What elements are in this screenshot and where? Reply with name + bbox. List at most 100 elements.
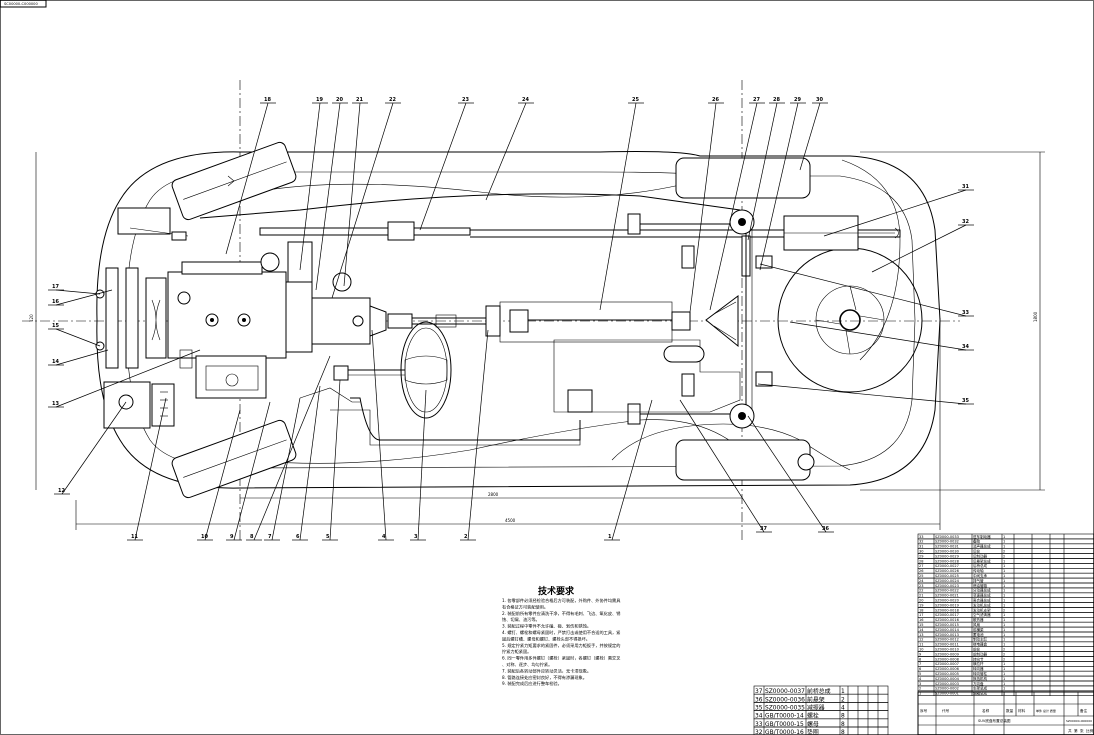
bom-cell: 2 <box>1003 554 1005 558</box>
tb-scale-4: 比例 <box>1086 728 1094 733</box>
exhaust-pipe <box>199 193 741 219</box>
tech-req-line-3: 3. 装配过程中零件不允许磕、碰、划伤和锈蚀。 <box>502 623 591 630</box>
differential <box>705 295 739 348</box>
frame-rail-right <box>350 397 581 441</box>
bom-cell: 16 <box>919 618 924 622</box>
bom-cell: SZ0000-0002 <box>935 687 959 691</box>
bom-cell: SZ0000-0001 <box>935 692 959 696</box>
bom-cell: 2 <box>1003 652 1005 656</box>
bom-cell: 1 <box>1003 667 1005 671</box>
bom-cell: SZ0000-0013 <box>935 633 959 637</box>
leader-line-32 <box>871 224 967 273</box>
tb-drawing-name: SUV底盘布置总装图 <box>978 718 1011 723</box>
bom-cell: 1 <box>1003 662 1005 666</box>
bom-cell: 蓄电池 <box>973 632 984 637</box>
bom-cell: 空气滤清器 <box>973 612 991 617</box>
bom-small-cell: 37 <box>755 689 763 695</box>
bom-cell: SZ0000-0003 <box>935 682 959 686</box>
title-block: 序号 代号 名称 数量 材料 单件 总计 质量 备注 SUV底盘布置总装图 SZ… <box>917 691 1094 735</box>
drawing-number-box <box>0 0 47 8</box>
bom-cell: 1 <box>1003 584 1005 588</box>
bom-cell: 方向盘 <box>973 681 984 686</box>
tb-scale-1: 共 <box>1068 728 1072 733</box>
leader-line-30 <box>799 102 821 171</box>
bom-cell: 1 <box>1003 545 1005 549</box>
bom-small-cell: 33 <box>755 722 763 728</box>
bom-cell: 横拉杆 <box>973 661 984 666</box>
tb-scale-3: 张 <box>1080 728 1084 733</box>
bom-cell: SZ0000-0030 <box>935 550 959 554</box>
bom-cell: 1 <box>1003 559 1005 563</box>
bom-cell: 消声器总成 <box>973 544 991 549</box>
bom-small-cell: 34 <box>755 714 763 720</box>
part-label-21: 21 <box>356 97 363 103</box>
bom-small-cell: 减振器 <box>807 704 825 712</box>
bellhousing <box>287 241 313 283</box>
part-label-28: 28 <box>773 97 780 103</box>
rear-left-wheel <box>675 157 811 199</box>
part-label-13: 13 <box>52 401 59 407</box>
rear-right-wheel <box>675 439 811 481</box>
bom-cell: 发动机支架 <box>973 607 991 612</box>
bom-cell: 换挡机构 <box>973 676 988 681</box>
bom-small-cell: SZ0000-0037 <box>765 689 805 695</box>
bom-cell: 28 <box>919 559 923 563</box>
tb-drawing-code: SZ00000-000000 <box>1066 719 1092 723</box>
tb-header-note: 备注 <box>1080 708 1088 713</box>
bom-cell: 1 <box>1003 623 1005 627</box>
part-label-37: 37 <box>760 526 767 532</box>
leader-line-12 <box>61 401 127 495</box>
tech-req-line-9: 9. 装配完成后应进行整车检验。 <box>502 680 562 687</box>
bom-cell: 传动轴 <box>973 568 984 573</box>
bom-small-cell: 垫圈 <box>807 728 819 735</box>
bom-cell: 17 <box>919 613 923 617</box>
dimension-wheelbase: 2800 <box>488 492 499 497</box>
bom-cell: SZ0000-0022 <box>935 589 959 593</box>
bom-cell: 10 <box>919 648 923 652</box>
tech-req-line-6: 6. 同一零件用多件螺钉（螺栓）紧固时，各螺钉（螺栓）需交叉 <box>502 655 621 662</box>
bom-cell: 15 <box>919 623 923 627</box>
bom-small-cell: 8 <box>841 722 845 728</box>
part-label-35: 35 <box>962 398 969 404</box>
bom-cell: SZ0000-0006 <box>935 667 960 671</box>
leader-line-10 <box>204 409 241 541</box>
bom-cell: 11 <box>919 643 923 647</box>
part-label-2: 2 <box>464 534 468 540</box>
rear-axle <box>627 209 773 429</box>
dimension-overall-length: 4500 <box>505 518 516 523</box>
part-label-9: 9 <box>230 534 234 540</box>
drawing-number: SC00000-C000000 <box>4 2 38 6</box>
tech-req-line-7: 7. 装配后各转动部件应转动灵活，无卡滞现象。 <box>502 667 591 674</box>
part-label-27: 27 <box>753 97 760 103</box>
bom-cell: 1 <box>1003 579 1005 583</box>
bom-cell: 1 <box>1003 628 1005 632</box>
tech-req-title: 技术要求 <box>538 585 575 597</box>
bom-small-cell: SZ0000-0036 <box>765 697 805 703</box>
bom-cell: 后悬架总成 <box>973 558 991 563</box>
part-label-36: 36 <box>822 526 829 532</box>
bom-small-cell: GB/T0000-14 <box>765 714 804 720</box>
part-label-10: 10 <box>201 534 208 540</box>
leader-line-21 <box>343 102 361 287</box>
gearbox <box>285 281 313 353</box>
starter-icon <box>260 252 280 272</box>
part-label-7: 7 <box>268 534 272 540</box>
leader-line-34 <box>789 321 967 351</box>
part-label-23: 23 <box>462 97 469 103</box>
bom-cell: 1 <box>1003 564 1005 568</box>
leader-line-16 <box>55 289 113 306</box>
tech-req-line-6-1: 、对称、逐步、均匀拧紧。 <box>502 661 552 668</box>
bom-cell: 1 <box>1003 613 1005 617</box>
bom-small-cell: GB/T0000-15 <box>765 722 804 728</box>
bom-cell: 27 <box>919 564 923 568</box>
front-left-wheel <box>171 141 297 221</box>
bom-small-row <box>753 726 889 735</box>
tech-req-line-8: 8. 管路连接处应密封良好，不得有渗漏现象。 <box>502 674 587 681</box>
part-label-16: 16 <box>52 299 59 305</box>
leader-line-3 <box>417 389 427 541</box>
bom-small-cell: 36 <box>755 697 763 703</box>
fuel-line <box>330 409 581 446</box>
steering-wheel <box>400 321 452 419</box>
bom-cell: 备胎 <box>973 539 981 544</box>
part-label-30: 30 <box>816 97 823 103</box>
